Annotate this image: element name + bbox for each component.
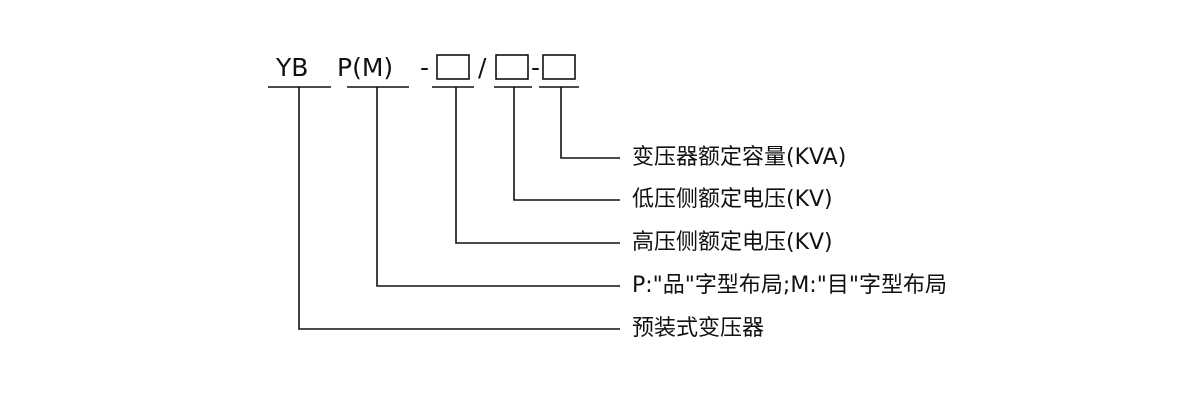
code-sep-dash-2: -	[531, 53, 541, 82]
leader-layout	[376, 87, 620, 287]
placeholder-box-high-voltage	[436, 54, 470, 80]
code-sep-dash-1: -	[420, 53, 430, 82]
placeholder-box-capacity	[542, 54, 576, 80]
code-pm: P(M)	[337, 53, 394, 82]
label-layout: P:"品"字型布局;M:"目"字型布局	[632, 273, 947, 298]
leader-low-voltage	[513, 87, 620, 201]
label-low-voltage: 低压侧额定电压(KV)	[632, 187, 833, 212]
code-yb: YB	[276, 53, 309, 82]
leader-prefab-transformer	[298, 87, 620, 330]
label-capacity: 变压器额定容量(KVA)	[632, 145, 847, 170]
leader-high-voltage	[455, 87, 620, 244]
code-sep-slash: /	[478, 53, 487, 82]
placeholder-box-low-voltage	[495, 54, 529, 80]
label-high-voltage: 高压侧额定电压(KV)	[632, 230, 833, 255]
leader-capacity	[560, 87, 620, 159]
label-prefab-transformer: 预装式变压器	[632, 316, 765, 341]
